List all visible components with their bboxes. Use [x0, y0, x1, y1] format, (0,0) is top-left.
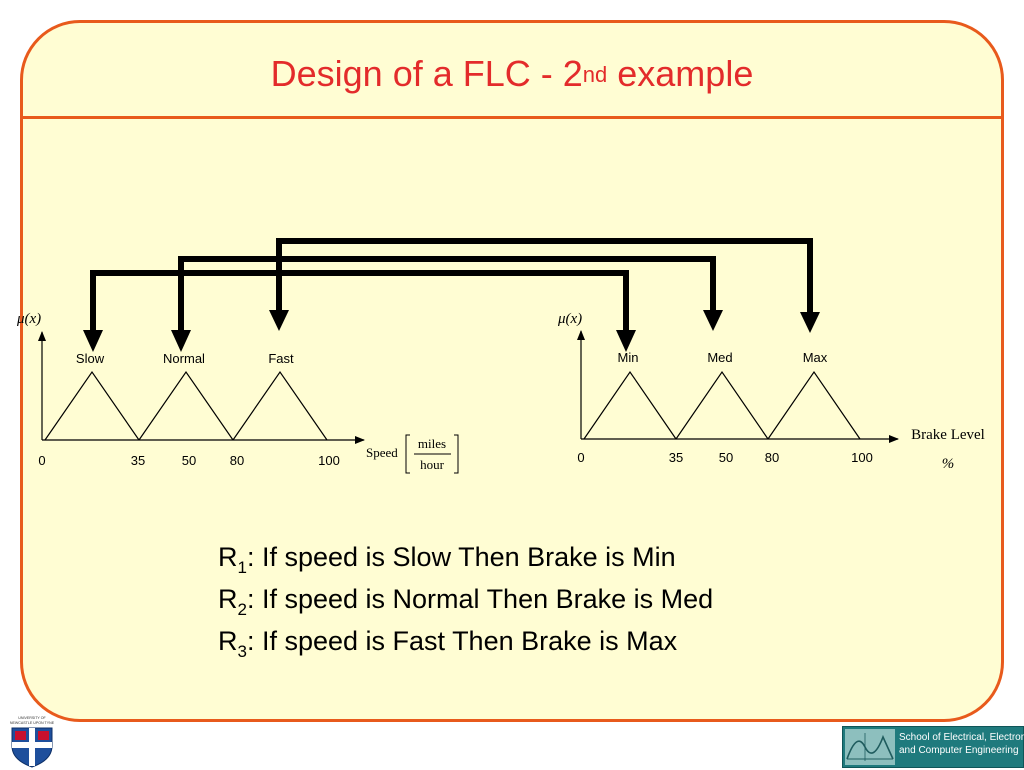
- rule-list: R1: If speed is Slow Then Brake is Min R…: [218, 538, 713, 664]
- rule-1-text: : If speed is Slow Then Brake is Min: [246, 542, 676, 572]
- slide-title: Design of a FLC - 2nd example: [0, 52, 1024, 101]
- waveform-icon: [845, 729, 895, 765]
- school-name-line-1: School of Electrical, Electronic: [899, 732, 1024, 743]
- input-set-fast: [232, 370, 328, 441]
- arrowhead-fast: [269, 310, 289, 331]
- unit-left-bracket: [405, 434, 410, 474]
- output-set-label-med: Med: [707, 350, 732, 365]
- input-unit-numerator: miles: [418, 436, 446, 451]
- input-mu-label: μ(x): [16, 311, 41, 327]
- university-logo: UNIVERSITY OF NEWCASTLE UPON TYNE: [10, 716, 55, 768]
- school-name-line-2: and Computer Engineering: [899, 745, 1019, 756]
- output-set-min: [583, 370, 677, 440]
- title-main: Design of a FLC - 2: [270, 53, 583, 94]
- arrowhead-slow: [83, 330, 103, 352]
- input-set-normal: [138, 370, 234, 441]
- crest-cross-icon: [12, 728, 52, 766]
- input-set-label-normal: Normal: [163, 351, 205, 366]
- output-set-label-max: Max: [803, 350, 828, 365]
- input-tick-50: 50: [182, 453, 196, 468]
- input-set-slow: [44, 370, 140, 441]
- input-tick-80: 80: [230, 453, 244, 468]
- rule-2-index: 2: [237, 600, 247, 619]
- rule-2-label: R: [218, 584, 238, 614]
- output-tick-35: 35: [669, 450, 683, 465]
- output-set-med: [675, 370, 769, 440]
- input-tick-35: 35: [131, 453, 145, 468]
- rule-1: R1: If speed is Slow Then Brake is Min: [218, 538, 713, 580]
- rule-3: R3: If speed is Fast Then Brake is Max: [218, 622, 713, 664]
- input-tick-0: 0: [38, 453, 45, 468]
- school-logo: School of Electrical, Electronic and Com…: [842, 726, 1024, 768]
- university-logo-line-2: NEWCASTLE UPON TYNE: [10, 721, 55, 725]
- output-set-max: [767, 370, 861, 440]
- output-set-label-min: Min: [618, 350, 639, 365]
- slide-frame: [20, 20, 1004, 722]
- school-logo-mark: [845, 729, 895, 765]
- connector-normal-med: [178, 256, 716, 332]
- crest-castle-icon: [15, 731, 26, 740]
- input-unit-denominator: hour: [420, 457, 445, 472]
- output-x-label: Brake Level: [911, 427, 985, 443]
- input-set-label-slow: Slow: [76, 351, 105, 366]
- rule-3-label: R: [218, 626, 238, 656]
- connector-fast-max: [276, 238, 813, 312]
- input-set-label-fast: Fast: [268, 351, 294, 366]
- title-divider: [22, 116, 1002, 119]
- arrowhead-med: [703, 310, 723, 331]
- rule-2-text: : If speed is Normal Then Brake is Med: [246, 584, 714, 614]
- rule-2: R2: If speed is Normal Then Brake is Med: [218, 580, 713, 622]
- output-tick-100: 100: [851, 450, 873, 465]
- connector-slow-min: [90, 270, 629, 332]
- arrowhead-max: [800, 312, 820, 333]
- rule-3-index: 3: [237, 642, 247, 661]
- title-superscript: nd: [582, 62, 608, 87]
- output-mu-label: μ(x): [557, 311, 582, 327]
- school-name: School of Electrical, Electronic and Com…: [899, 731, 1024, 757]
- rule-1-label: R: [218, 542, 238, 572]
- crest-castle-icon-2: [38, 731, 49, 740]
- output-unit: %: [942, 456, 955, 472]
- rule-1-index: 1: [237, 558, 247, 577]
- input-tick-100: 100: [318, 453, 340, 468]
- rule-connectors: [90, 238, 813, 332]
- output-membership-chart: μ(x) Min Med Max 0 35 50 80 100 Brake Le…: [557, 311, 985, 472]
- unit-right-bracket: [454, 434, 459, 474]
- input-x-label: Speed: [366, 445, 398, 460]
- title-tail: example: [607, 53, 754, 94]
- rule-3-text: : If speed is Fast Then Brake is Max: [246, 626, 678, 656]
- output-tick-0: 0: [577, 450, 584, 465]
- arrowhead-min: [616, 330, 636, 352]
- input-membership-chart: μ(x) Slow Normal Fast 0 35 50 80 100 Spe…: [16, 311, 459, 474]
- connector-arrowheads: [83, 310, 820, 352]
- output-tick-80: 80: [765, 450, 779, 465]
- arrowhead-normal: [171, 330, 191, 352]
- output-tick-50: 50: [719, 450, 733, 465]
- university-logo-line-1: UNIVERSITY OF: [18, 716, 46, 720]
